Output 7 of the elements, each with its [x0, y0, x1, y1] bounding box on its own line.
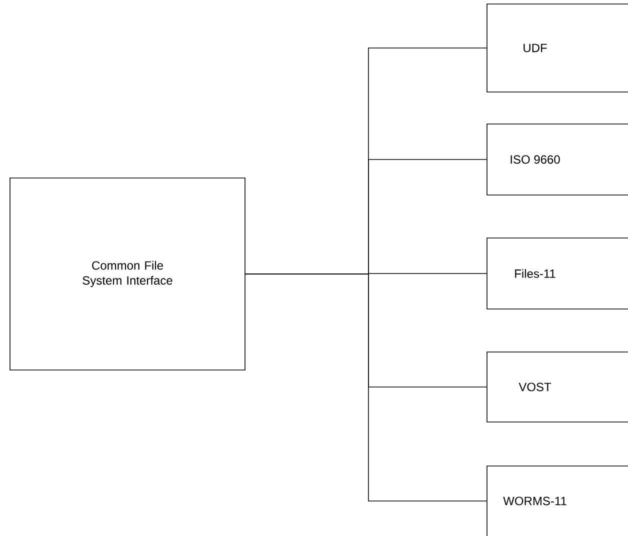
connector-line — [245, 274, 487, 502]
interface-box: Common File System Interface — [10, 178, 246, 370]
file-system-box: Files-11 — [486, 238, 628, 310]
file-system-box: ISO 9660 — [486, 124, 628, 196]
file-system-box: WORMS-11 — [486, 466, 628, 536]
file-system-box: VOST — [486, 352, 628, 422]
file-system-box: UDF — [486, 4, 628, 92]
